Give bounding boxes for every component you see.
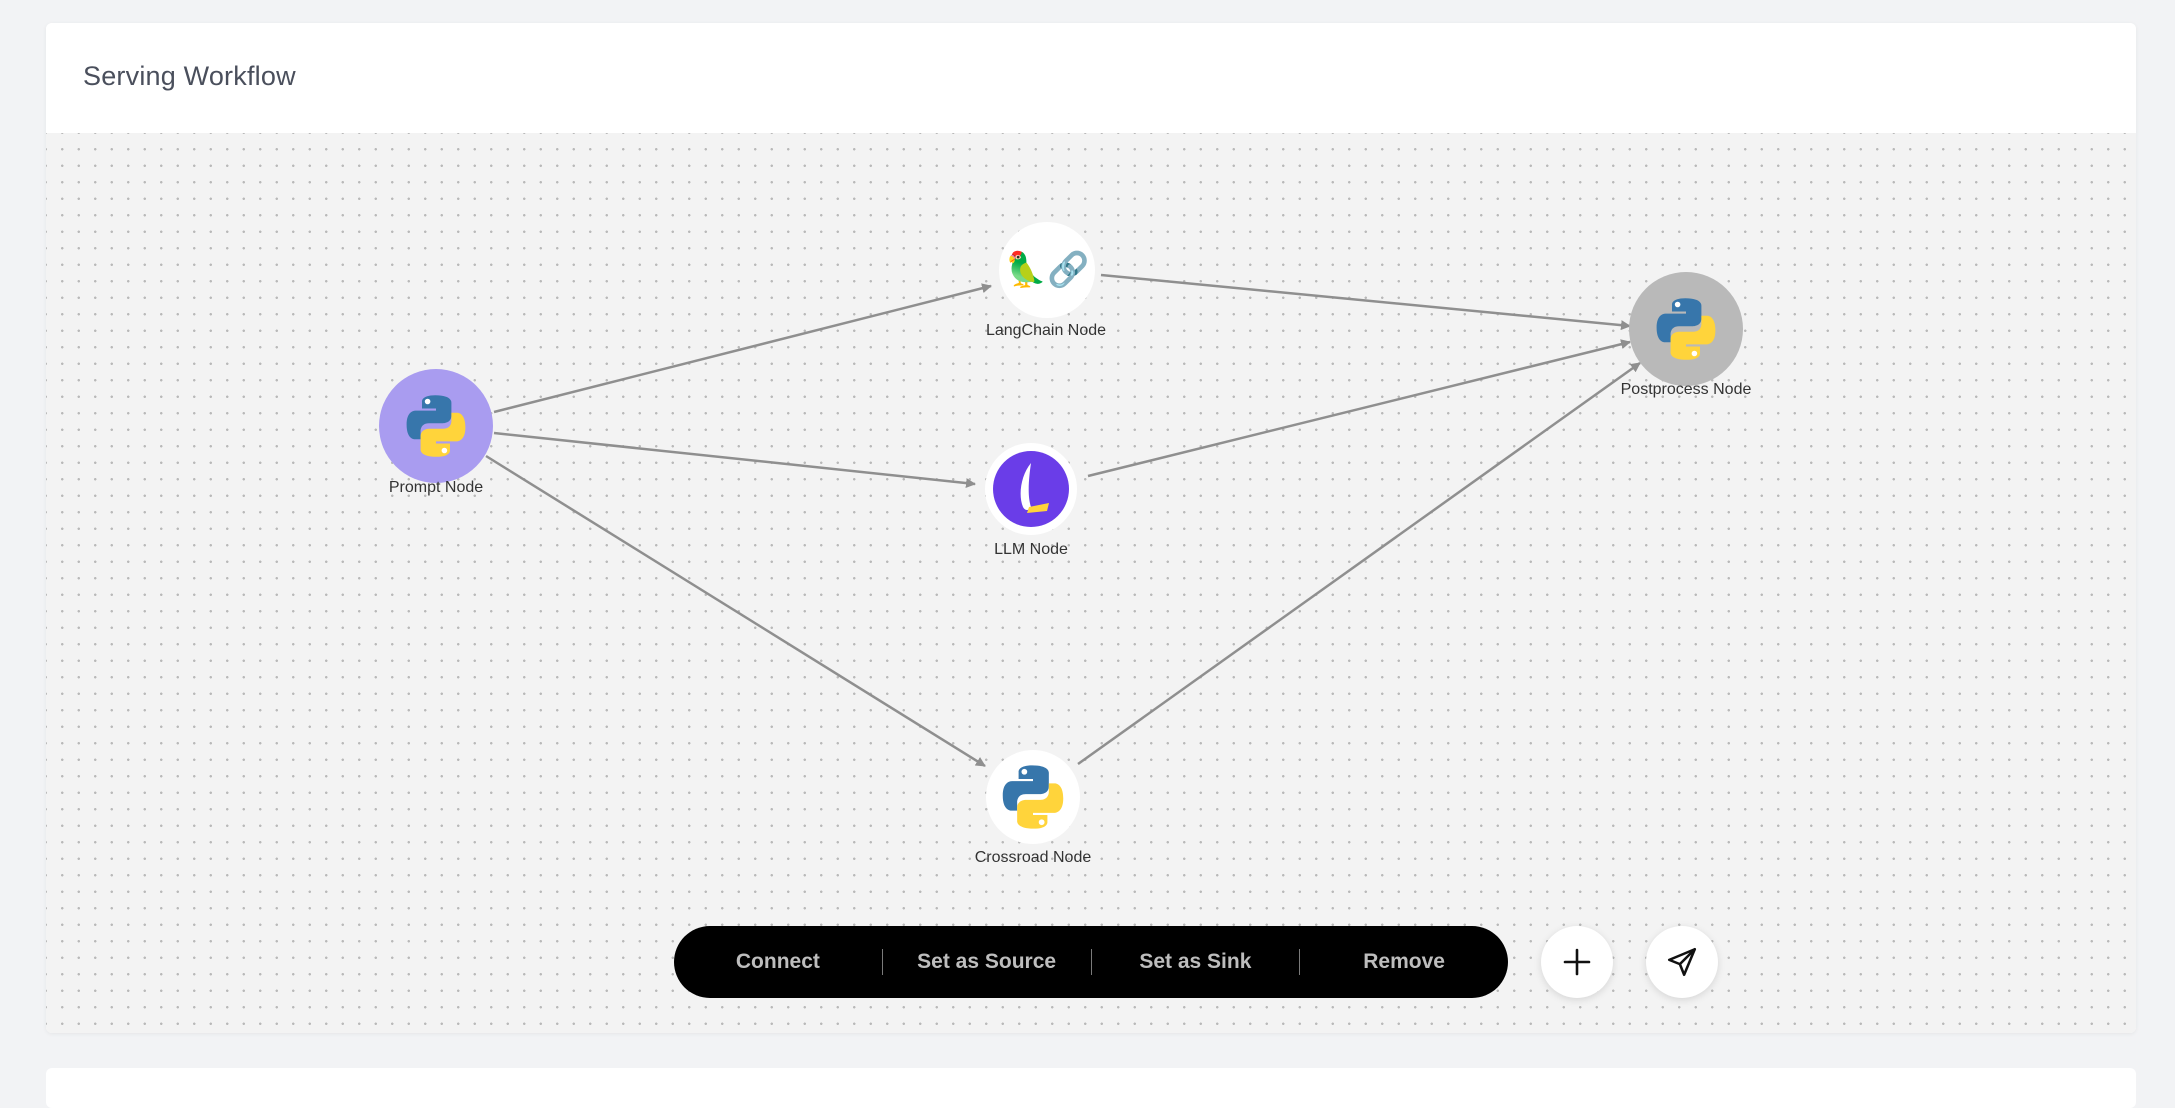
connect-button[interactable]: Connect	[735, 950, 820, 973]
node-llm[interactable]	[985, 443, 1077, 535]
toolbar-divider	[1090, 949, 1092, 975]
python-icon	[406, 395, 466, 457]
node-label-prompt: Prompt Node	[388, 479, 484, 496]
set-as-source-button[interactable]: Set as Source	[917, 950, 1057, 973]
python-icon	[1656, 298, 1716, 360]
node-langchain[interactable]: 🦜🔗	[999, 222, 1095, 318]
remove-button[interactable]: Remove	[1363, 950, 1445, 973]
send-icon	[1667, 947, 1697, 977]
card-header: Serving Workflow	[46, 23, 2136, 133]
python-icon	[1002, 765, 1064, 829]
node-prompt[interactable]	[379, 369, 493, 483]
node-postprocess[interactable]	[1629, 272, 1743, 386]
node-label-crossroad: Crossroad Node	[974, 849, 1092, 866]
workflow-card: Serving Workflow	[46, 23, 2136, 1033]
node-label-postprocess: Postprocess Node	[1620, 381, 1752, 398]
node-label-langchain: LangChain Node	[985, 322, 1107, 339]
page-title: Serving Workflow	[83, 61, 296, 91]
add-node-button[interactable]	[1541, 926, 1613, 998]
workflow-toolbar: Connect Set as Source Set as Sink Remove	[674, 926, 1508, 998]
node-label-llm: LLM Node	[994, 541, 1068, 558]
parrot-link-icon: 🦜🔗	[1004, 250, 1090, 290]
plus-icon	[1563, 948, 1591, 976]
next-card	[46, 1068, 2136, 1108]
send-button[interactable]	[1646, 926, 1718, 998]
node-crossroad[interactable]	[986, 750, 1080, 844]
toolbar-divider	[881, 949, 883, 975]
llm-logo-icon	[993, 451, 1069, 527]
set-as-sink-button[interactable]: Set as Sink	[1139, 950, 1252, 973]
toolbar-divider	[1299, 949, 1301, 975]
